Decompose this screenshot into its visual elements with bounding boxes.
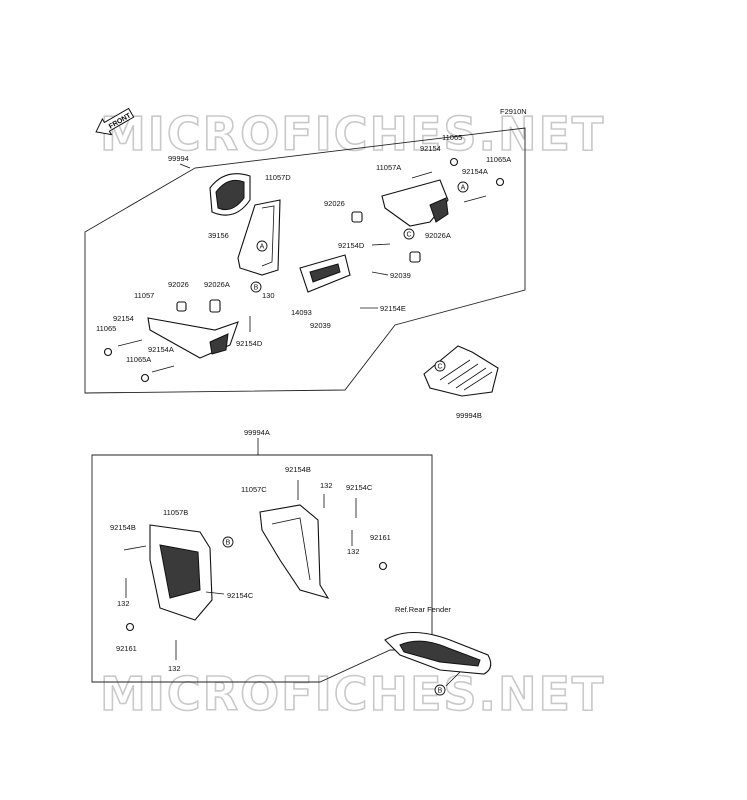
svg-text:A: A xyxy=(461,185,466,192)
label-99994: 99994 xyxy=(168,154,189,163)
svg-text:C: C xyxy=(437,364,442,371)
figure-code: F2910N xyxy=(500,107,527,116)
label-130: 130 xyxy=(262,291,275,300)
label-11065-a: 11065 xyxy=(442,133,462,142)
label-132-b: 132 xyxy=(117,599,130,608)
plate-11057B xyxy=(149,524,213,621)
label-92026-b: 92026 xyxy=(168,280,189,289)
label-92026A-a: 92026A xyxy=(425,231,451,240)
label-92154D-b: 92154D xyxy=(236,339,263,348)
svg-text:A: A xyxy=(260,244,265,251)
label-132-c: 132 xyxy=(347,547,360,556)
label-92154B-b: 92154B xyxy=(110,523,136,532)
label-39156: 39156 xyxy=(208,231,229,240)
mount-plate-14093 xyxy=(299,254,351,293)
backrest-pad xyxy=(209,173,251,216)
side-bracket-right xyxy=(381,179,449,227)
label-11057D: 11057D xyxy=(265,173,291,182)
label-92026A-b: 92026A xyxy=(204,280,230,289)
label-132-d: 132 xyxy=(168,664,181,673)
label-92154-b: 92154 xyxy=(113,314,134,323)
label-92039-b: 92039 xyxy=(310,321,331,330)
label-99994A: 99994A xyxy=(244,428,270,437)
svg-text:C: C xyxy=(406,232,411,239)
reference-note: Ref.Rear Fender xyxy=(395,605,451,614)
watermark-bottom: MICROFICHES.NET xyxy=(100,667,605,721)
plate-11057C xyxy=(259,504,330,599)
label-92154A-b: 92154A xyxy=(148,345,174,354)
callout-c-1 xyxy=(403,228,415,240)
label-11065A-b: 11065A xyxy=(126,355,151,364)
callout-b-3 xyxy=(434,684,446,696)
label-132-a: 132 xyxy=(320,481,333,490)
label-11057C: 11057C xyxy=(241,485,267,494)
label-92154C-b: 92154C xyxy=(227,591,254,600)
bottom-assembly-frame xyxy=(91,454,433,683)
rear-fender xyxy=(384,632,492,675)
top-assembly-frame xyxy=(84,127,526,394)
label-11065-b: 11065 xyxy=(96,324,116,333)
watermark-top: MICROFICHES.NET xyxy=(100,107,605,161)
label-11065A-a: 11065A xyxy=(486,155,511,164)
label-92161-a: 92161 xyxy=(370,533,391,542)
label-92039-a: 92039 xyxy=(390,271,411,280)
callout-c-2 xyxy=(434,360,446,372)
label-92154C-a: 92154C xyxy=(346,483,373,492)
svg-text:B: B xyxy=(226,540,231,547)
label-14093: 14093 xyxy=(291,308,312,317)
luggage-rack xyxy=(423,345,499,397)
callout-a-2 xyxy=(457,181,469,193)
callout-b-1 xyxy=(250,281,262,293)
label-92154A-a: 92154A xyxy=(462,167,488,176)
svg-text:B: B xyxy=(438,688,443,695)
label-92161-b: 92161 xyxy=(116,644,137,653)
label-11057A: 11057A xyxy=(376,163,401,172)
label-11057B: 11057B xyxy=(163,508,188,517)
label-99994B: 99994B xyxy=(456,411,482,420)
label-92154D-a: 92154D xyxy=(338,241,365,250)
label-11057: 11057 xyxy=(134,291,154,300)
svg-text:B: B xyxy=(254,285,259,292)
backrest-frame xyxy=(237,199,281,276)
side-bracket-left xyxy=(147,317,239,359)
label-92154B-a: 92154B xyxy=(285,465,311,474)
label-92026-a: 92026 xyxy=(324,199,345,208)
callout-b-2 xyxy=(222,536,234,548)
label-92154-a: 92154 xyxy=(420,144,441,153)
callout-a-1 xyxy=(256,240,268,252)
label-92154E: 92154E xyxy=(380,304,406,313)
